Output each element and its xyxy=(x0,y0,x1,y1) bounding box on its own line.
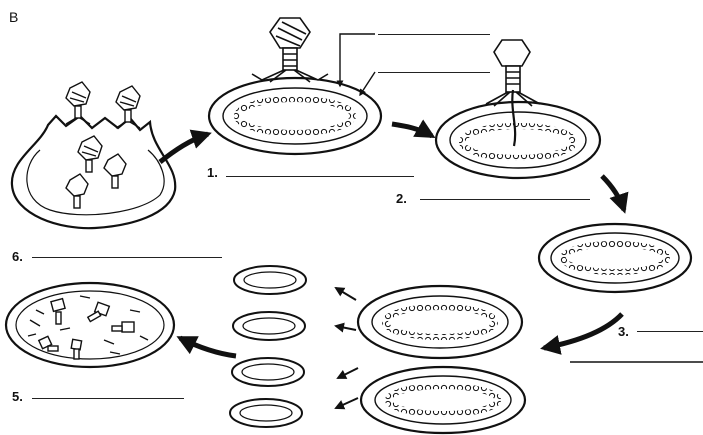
step-number-2: 2. xyxy=(396,192,407,205)
answer-blank-attachment-top[interactable] xyxy=(378,34,490,35)
step-number-1: 1. xyxy=(207,166,218,179)
arrow-to-assembly xyxy=(544,314,622,348)
arrow-to-replication xyxy=(602,176,624,210)
answer-blank-step-6[interactable] xyxy=(32,257,222,258)
arrow-to-release xyxy=(180,338,236,356)
answer-blank-step-2[interactable] xyxy=(420,199,590,200)
step-number-6: 6. xyxy=(12,250,23,263)
cell-maturation xyxy=(6,283,174,367)
phage-attaching xyxy=(252,18,328,82)
lysing-cell xyxy=(12,82,175,228)
step-number-3: 3. xyxy=(618,325,629,338)
answer-blank-step-1[interactable] xyxy=(226,176,414,177)
answer-blank-attachment-mid[interactable] xyxy=(378,72,490,73)
arrow-to-attachment xyxy=(160,134,208,162)
small-arrows xyxy=(336,288,358,408)
cell-division-lower xyxy=(361,367,525,433)
cell-injection xyxy=(436,40,600,178)
arrow-to-injection xyxy=(392,124,432,136)
answer-blank-step-5[interactable] xyxy=(32,398,184,399)
cell-division-upper xyxy=(358,286,522,358)
panel-letter: B xyxy=(9,10,18,24)
answer-blank-step-3[interactable] xyxy=(637,331,703,332)
cell-attachment xyxy=(209,18,381,154)
small-cells xyxy=(230,266,306,427)
step-number-5: 5. xyxy=(12,390,23,403)
cell-replication xyxy=(539,224,691,292)
